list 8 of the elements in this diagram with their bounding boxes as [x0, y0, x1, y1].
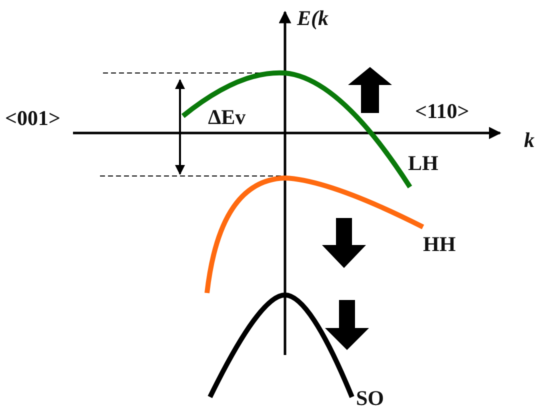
axis-label: k [524, 130, 534, 151]
axis-label: E(k [297, 8, 328, 29]
band-label: LH [408, 153, 438, 174]
band-label: HH [423, 234, 456, 255]
gap-label: ΔEv [208, 107, 246, 128]
direction-label: <110> [415, 101, 470, 122]
band-label: SO [356, 388, 384, 409]
direction-label: <001> [5, 108, 60, 129]
